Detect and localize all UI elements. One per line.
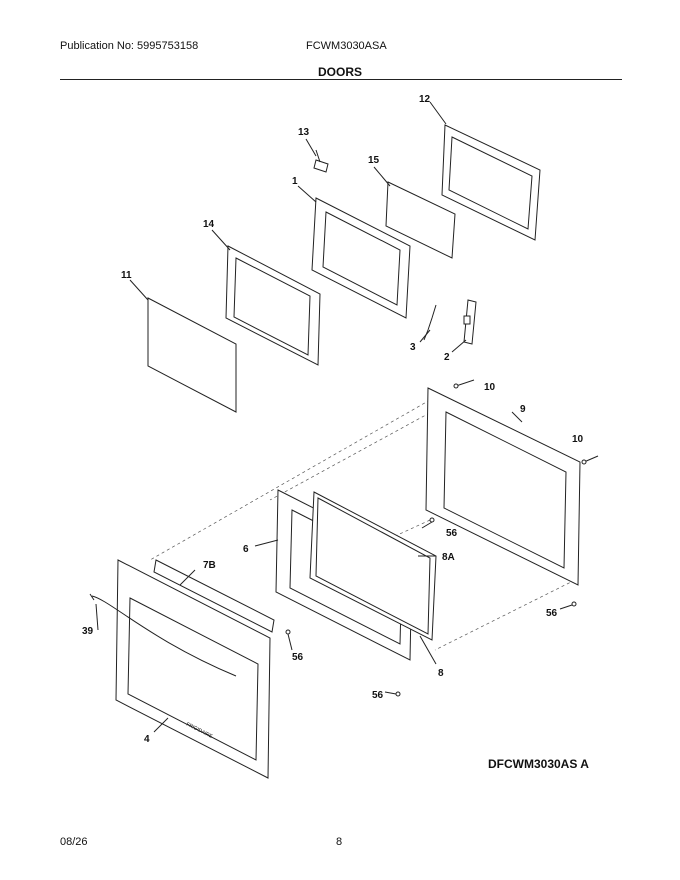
alignment-lines <box>149 399 576 651</box>
inner-door-frame-part-1[interactable] <box>311 197 411 319</box>
screw-part-56-c[interactable] <box>285 629 291 635</box>
screw-part-56-d[interactable] <box>395 691 401 697</box>
callout-7b: 7B <box>203 560 216 571</box>
outer-glass-part-11[interactable] <box>147 297 237 413</box>
callout-56-d: 56 <box>372 690 384 701</box>
outer-door-part-4[interactable] <box>115 559 271 779</box>
screw-part-56-a[interactable] <box>429 517 435 523</box>
callout-2: 2 <box>444 352 450 363</box>
latch-bracket-part-2[interactable] <box>463 299 477 345</box>
callout-12: 12 <box>419 94 431 105</box>
screw-part-56-b[interactable] <box>571 601 577 607</box>
callout-4: 4 <box>144 734 150 745</box>
callout-11: 11 <box>121 270 132 281</box>
seal-strip-part-7b[interactable] <box>153 559 275 633</box>
drawing-code: DFCWM3030AS A <box>488 757 589 771</box>
callout-56-c: 56 <box>292 652 304 663</box>
callout-1: 1 <box>292 176 298 187</box>
callout-9: 9 <box>520 404 526 415</box>
outer-door-panel-part-9[interactable] <box>425 387 581 586</box>
model-number: FCWM3030ASA <box>306 40 387 52</box>
glass-panel-part-15[interactable] <box>385 181 456 259</box>
callout-8: 8 <box>438 668 444 679</box>
callout-13: 13 <box>298 127 310 138</box>
footer-date: 08/26 <box>60 836 88 848</box>
page-number: 8 <box>336 836 343 848</box>
callout-14: 14 <box>203 219 215 230</box>
callout-56-a: 56 <box>446 528 458 539</box>
header-rule <box>60 79 622 80</box>
callout-3: 3 <box>410 342 416 353</box>
choke-frame-part-14[interactable] <box>225 245 321 366</box>
leader-lines <box>95 101 573 733</box>
callout-10-top: 10 <box>484 382 496 393</box>
inner-glass-part-8[interactable] <box>309 491 437 641</box>
section-title: DOORS <box>317 65 362 79</box>
callout-8a: 8A <box>442 552 455 563</box>
callout-39: 39 <box>82 626 94 637</box>
door-frame-part-12[interactable] <box>441 124 541 241</box>
publication-number: Publication No: 5995753158 <box>60 40 199 52</box>
callout-15: 15 <box>368 155 380 166</box>
callout-6: 6 <box>243 544 249 555</box>
callout-10-right: 10 <box>572 434 584 445</box>
callout-56-b: 56 <box>546 608 558 619</box>
door-handle-part-39[interactable] <box>89 593 237 677</box>
hinge-clip-part-13[interactable] <box>313 149 329 173</box>
screw-part-10-top[interactable] <box>453 379 475 389</box>
screw-part-10-right[interactable] <box>581 455 599 465</box>
